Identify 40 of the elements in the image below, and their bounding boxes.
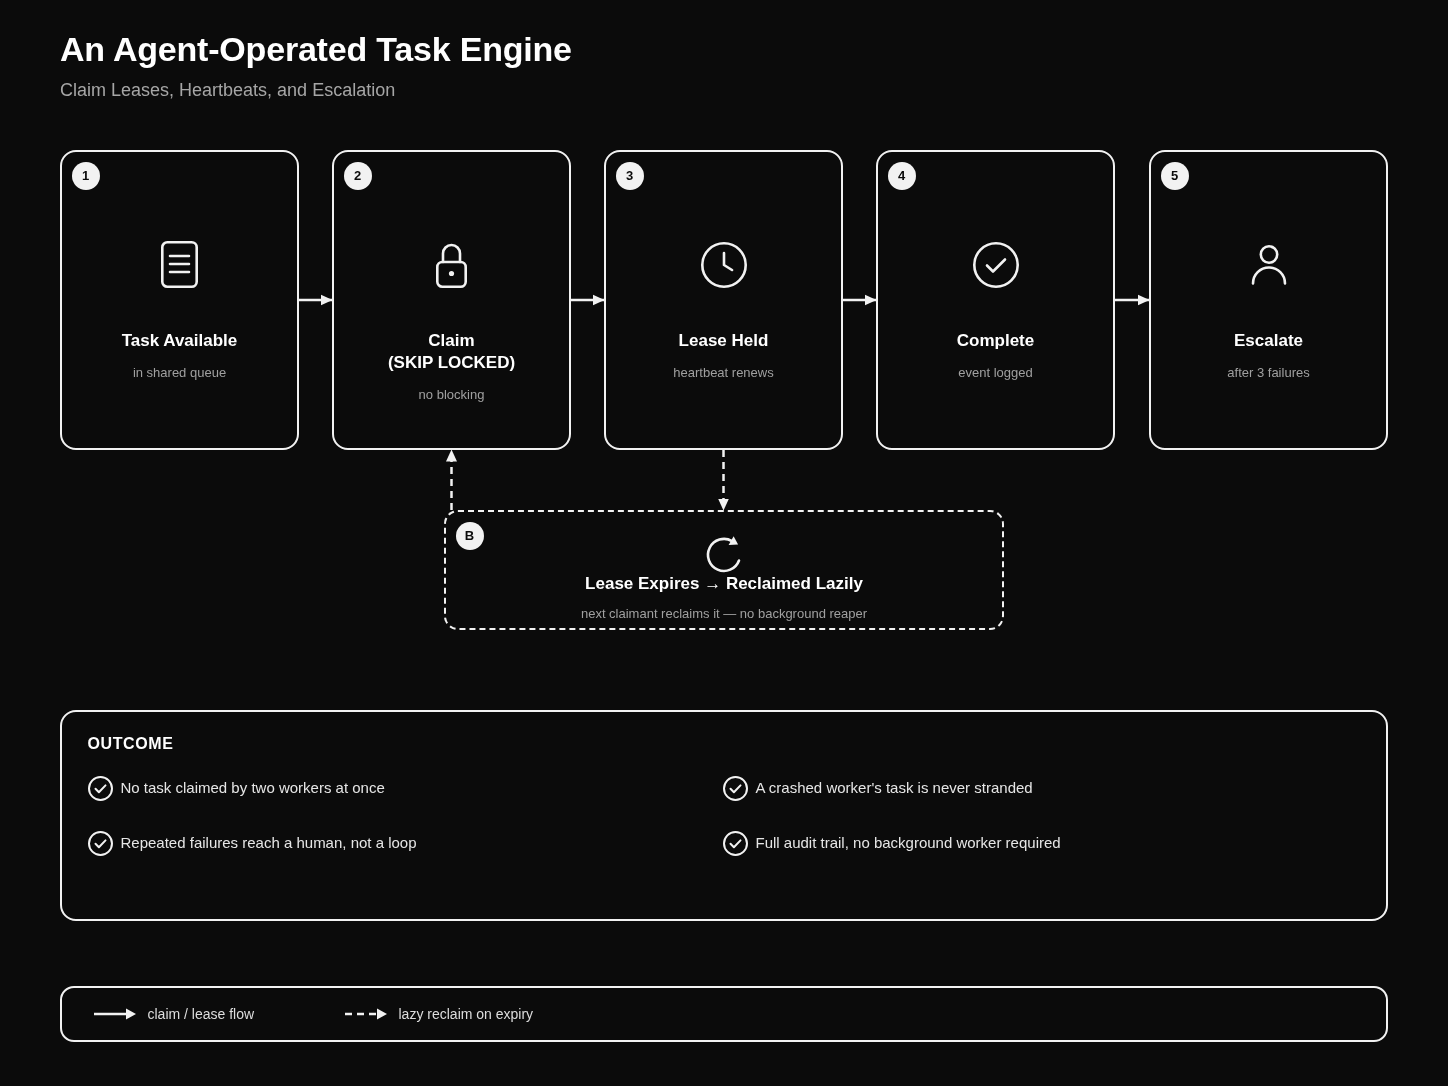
number-badge: 5 (1160, 161, 1189, 190)
arrow (571, 294, 605, 306)
number-badge: B (455, 521, 484, 550)
step-title: Task Available (121, 329, 238, 352)
step-note: in shared queue (132, 363, 227, 382)
step-title: Escalate (1234, 329, 1303, 352)
number-badge: 3 (615, 161, 644, 190)
outcome-text: Repeated failures reach a human, not a loop (120, 833, 417, 853)
arrow (843, 294, 877, 306)
outcome-text: No task claimed by two workers at once (120, 778, 385, 798)
step-note: heartbeat renews (673, 363, 774, 382)
step-title: Lease Held (678, 329, 769, 352)
step-card (1149, 150, 1388, 450)
number-badge: 1 (71, 161, 100, 190)
dashed-arrow (446, 449, 457, 510)
legend-text: claim / lease flow (147, 1005, 255, 1023)
outcome-text: Full audit trail, no background worker required (755, 833, 1061, 853)
panel-heading: OUTCOME (87, 733, 174, 754)
legend-text: lazy reclaim on expiry (398, 1005, 534, 1023)
zone-note: next claimant reclaims it — no background reaper (580, 604, 868, 623)
subtitle: Claim Leases, Heartbeats, and Escalation (60, 79, 396, 101)
outcome-text: A crashed worker's task is never stranded (755, 778, 1033, 798)
zone-title: Lease Expires → Reclaimed Lazily (585, 572, 863, 595)
step-note: no blocking (418, 385, 485, 404)
step-title: Claim (SKIP LOCKED) (386, 329, 517, 374)
dashed-arrow (718, 450, 729, 511)
step-card (604, 150, 843, 450)
outcome-panel (60, 710, 1388, 921)
diagram-title: An Agent-Operated Task Engine (60, 29, 572, 69)
number-badge: 2 (343, 161, 372, 190)
step-card (876, 150, 1115, 450)
arrow (1115, 294, 1150, 306)
step-note: event logged (958, 363, 1033, 382)
step-card (60, 150, 299, 450)
step-note: after 3 failures (1227, 363, 1310, 382)
step-title: Complete (956, 329, 1035, 352)
step-card (332, 150, 571, 450)
arrow (299, 294, 333, 306)
reclaim-zone (444, 510, 1004, 630)
number-badge: 4 (887, 161, 916, 190)
